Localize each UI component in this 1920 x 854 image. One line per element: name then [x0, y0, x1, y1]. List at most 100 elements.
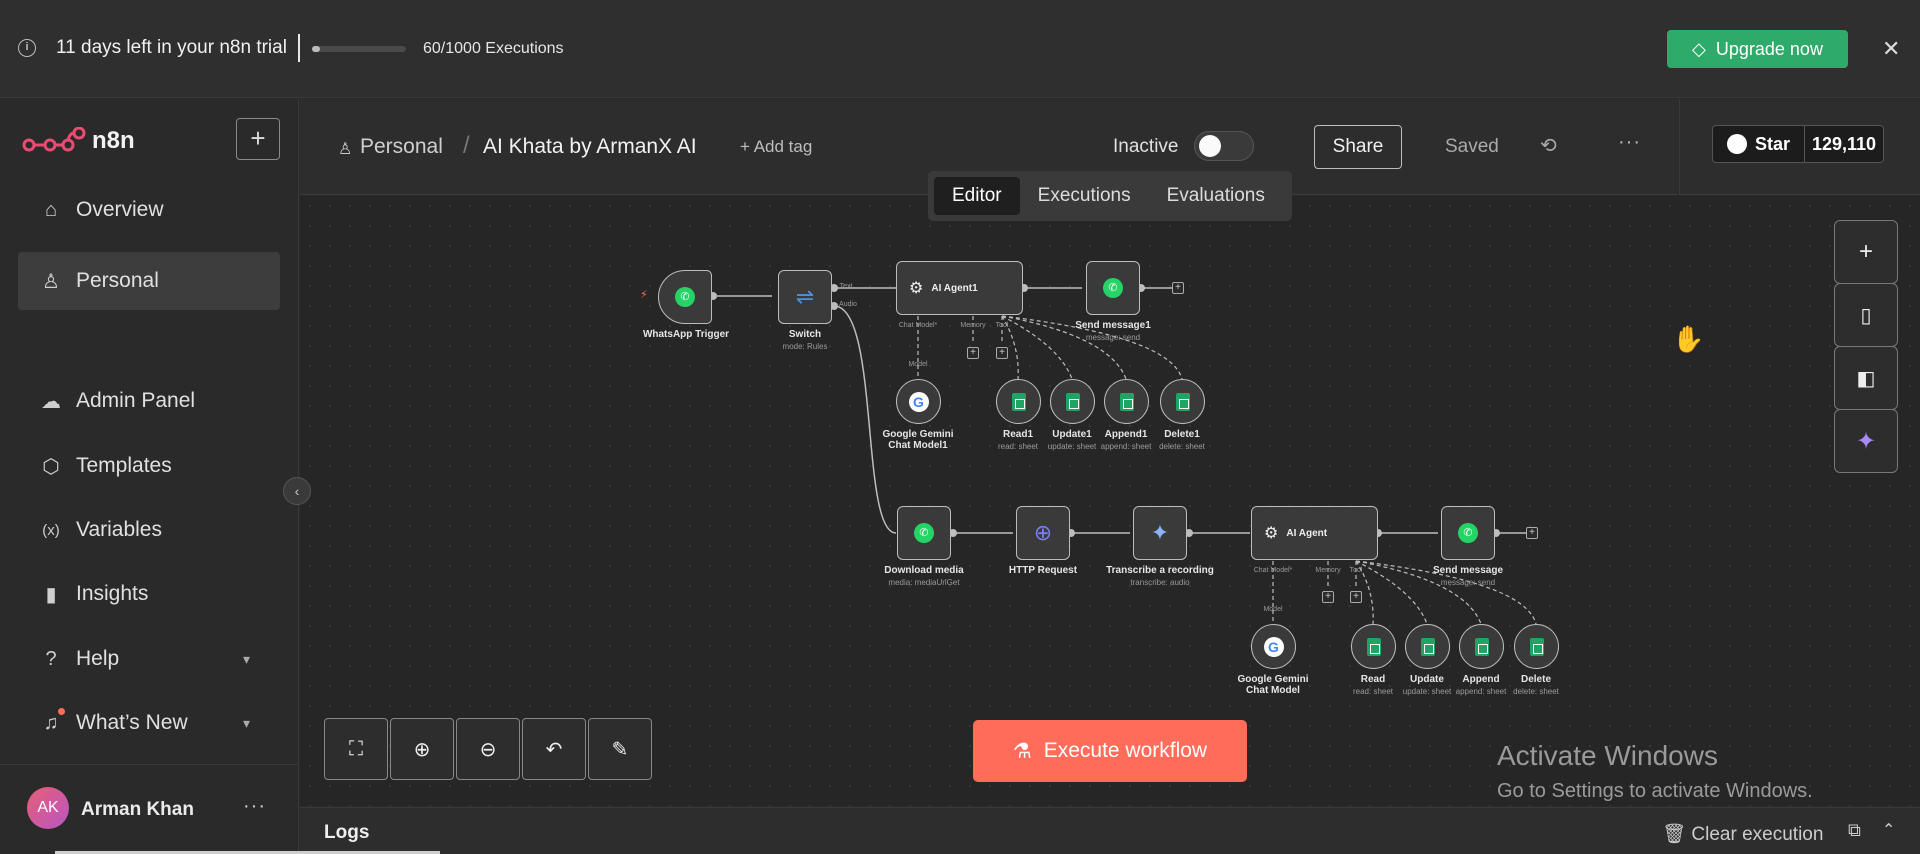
scroll-indicator: [55, 851, 440, 854]
tidy-up-button[interactable]: ✎: [588, 718, 652, 780]
port-label: Text: [839, 283, 853, 290]
node-ai-agent1[interactable]: ⚙ AI Agent1: [896, 261, 1023, 315]
node-label: Update1: [1052, 429, 1092, 440]
node-switch[interactable]: ⇌: [778, 270, 832, 324]
port-label: Model: [908, 361, 928, 368]
zoom-in-button[interactable]: ⊕: [390, 718, 454, 780]
sidebar-item-label: Admin Panel: [76, 389, 196, 412]
node-send-message[interactable]: ✆: [1441, 506, 1495, 560]
ai-assistant-button[interactable]: ✦: [1834, 409, 1898, 473]
node-delete1[interactable]: [1160, 379, 1205, 424]
upgrade-now-button[interactable]: ◇ Upgrade now: [1667, 30, 1848, 68]
undo-button[interactable]: ↶: [522, 718, 586, 780]
fit-view-button[interactable]: ⛶: [324, 718, 388, 780]
history-icon[interactable]: ⟲: [1540, 135, 1557, 157]
sidebar-item-help[interactable]: ? Help ▾: [18, 630, 280, 688]
execute-workflow-button[interactable]: ⚗ Execute workflow: [973, 720, 1247, 782]
node-gemini-chat-model[interactable]: G: [1251, 624, 1296, 669]
close-icon[interactable]: ✕: [1882, 36, 1901, 61]
node-read1[interactable]: [996, 379, 1041, 424]
toggle-panel-button[interactable]: ◧: [1834, 346, 1898, 410]
node-label: Append1: [1104, 429, 1148, 440]
view-tabs: Editor Executions Evaluations: [928, 171, 1292, 221]
info-icon: i: [18, 39, 36, 57]
bell-icon: ♫: [43, 711, 59, 734]
workflow-canvas[interactable]: ⚡ ✆ WhatsApp Trigger ⇌ Switch mode: Rule…: [300, 196, 1920, 806]
sheets-icon: [1065, 392, 1080, 411]
logs-title: Logs: [324, 822, 370, 843]
sidebar-item-personal[interactable]: ♙ Personal: [18, 252, 280, 310]
add-node-button[interactable]: +: [1172, 282, 1184, 294]
tab-executions[interactable]: Executions: [1037, 185, 1131, 206]
windows-watermark-subtitle: Go to Settings to activate Windows.: [1497, 780, 1813, 802]
port-label: Audio: [839, 301, 857, 308]
more-icon[interactable]: ···: [1618, 131, 1641, 153]
sheets-icon: [1011, 392, 1026, 411]
plus-icon: +: [1858, 238, 1873, 265]
sheets-icon: [1175, 392, 1190, 411]
sheets-icon: [1366, 637, 1381, 656]
node-append[interactable]: [1459, 624, 1504, 669]
user-icon: ♙: [42, 270, 60, 293]
node-update1[interactable]: [1050, 379, 1095, 424]
panel-icon: ◧: [1856, 367, 1876, 390]
connections-layer: [709, 284, 1537, 625]
sidebar-item-overview[interactable]: ⌂ Overview: [18, 181, 280, 239]
clear-execution-button[interactable]: 🗑 Clear execution: [1662, 822, 1823, 846]
sidebar-item-variables[interactable]: (x) Variables: [18, 501, 280, 559]
node-whatsapp-trigger[interactable]: ✆: [658, 270, 712, 324]
sidebar-item-admin-panel[interactable]: ☁ Admin Panel: [18, 372, 280, 430]
robot-icon: ⚙: [1264, 525, 1279, 542]
sidebar-item-templates[interactable]: ⬡ Templates: [18, 437, 280, 495]
sidebar-item-whats-new[interactable]: ♫ What’s New ▾: [18, 694, 280, 752]
node-delete[interactable]: [1514, 624, 1559, 669]
add-node-panel-button[interactable]: +: [1834, 220, 1898, 284]
workflow-name[interactable]: AI Khata by ArmanX AI: [483, 135, 697, 158]
node-gemini-chat-model1[interactable]: G: [896, 379, 941, 424]
node-read[interactable]: [1351, 624, 1396, 669]
broom-icon: ✎: [611, 738, 629, 761]
active-toggle[interactable]: [1194, 131, 1254, 161]
sparkle-icon: ✦: [1855, 427, 1877, 455]
node-send-message1[interactable]: ✆: [1086, 261, 1140, 315]
zoom-out-button[interactable]: ⊖: [456, 718, 520, 780]
port-label: Model: [1263, 606, 1283, 613]
n8n-logo-icon: [22, 127, 86, 152]
add-tool-button[interactable]: +: [1350, 591, 1362, 603]
add-tool-button[interactable]: +: [996, 347, 1008, 359]
tab-evaluations[interactable]: Evaluations: [1166, 185, 1265, 206]
switch-icon: ⇌: [795, 284, 815, 309]
node-update[interactable]: [1405, 624, 1450, 669]
node-download-media[interactable]: ✆: [897, 506, 951, 560]
node-subtitle: update: sheet: [1047, 442, 1097, 451]
node-ai-agent[interactable]: ⚙ AI Agent: [1251, 506, 1378, 560]
popout-icon[interactable]: ⧉: [1848, 820, 1861, 840]
sidebar-item-label: Overview: [76, 198, 164, 221]
breadcrumb-project[interactable]: Personal: [360, 135, 443, 158]
port-label: Tool: [995, 322, 1009, 329]
node-label: AI Agent1: [931, 282, 978, 294]
share-button[interactable]: Share: [1314, 125, 1402, 169]
node-append1[interactable]: [1104, 379, 1149, 424]
active-status-label: Inactive: [1113, 136, 1179, 157]
collapse-sidebar-button[interactable]: ‹: [283, 477, 311, 505]
sidebar-item-insights[interactable]: ▮ Insights: [18, 565, 280, 623]
chevron-up-icon[interactable]: ⌃: [1882, 822, 1896, 839]
node-label: Google Gemini Chat Model: [1237, 674, 1309, 696]
add-memory-button[interactable]: +: [967, 347, 979, 359]
node-transcribe-recording[interactable]: ✦: [1133, 506, 1187, 560]
trial-days-text: 11 days left in your n8n trial: [56, 37, 287, 58]
more-icon[interactable]: ···: [243, 795, 266, 817]
add-memory-button[interactable]: +: [1322, 591, 1334, 603]
sticky-note-button[interactable]: ▯: [1834, 283, 1898, 347]
logs-panel[interactable]: Logs 🗑 Clear execution ⧉ ⌃: [300, 807, 1920, 854]
user-profile[interactable]: AK Arman Khan ···: [0, 764, 299, 854]
node-subtitle: delete: sheet: [1513, 687, 1559, 696]
add-tag-button[interactable]: + Add tag: [740, 137, 813, 156]
github-star-button[interactable]: Star 129,110: [1712, 125, 1884, 163]
add-resource-button[interactable]: +: [236, 118, 280, 160]
add-node-button[interactable]: +: [1526, 527, 1538, 539]
node-label: Read: [1360, 674, 1386, 685]
node-http-request[interactable]: ⊕: [1016, 506, 1070, 560]
tab-editor[interactable]: Editor: [934, 177, 1020, 215]
